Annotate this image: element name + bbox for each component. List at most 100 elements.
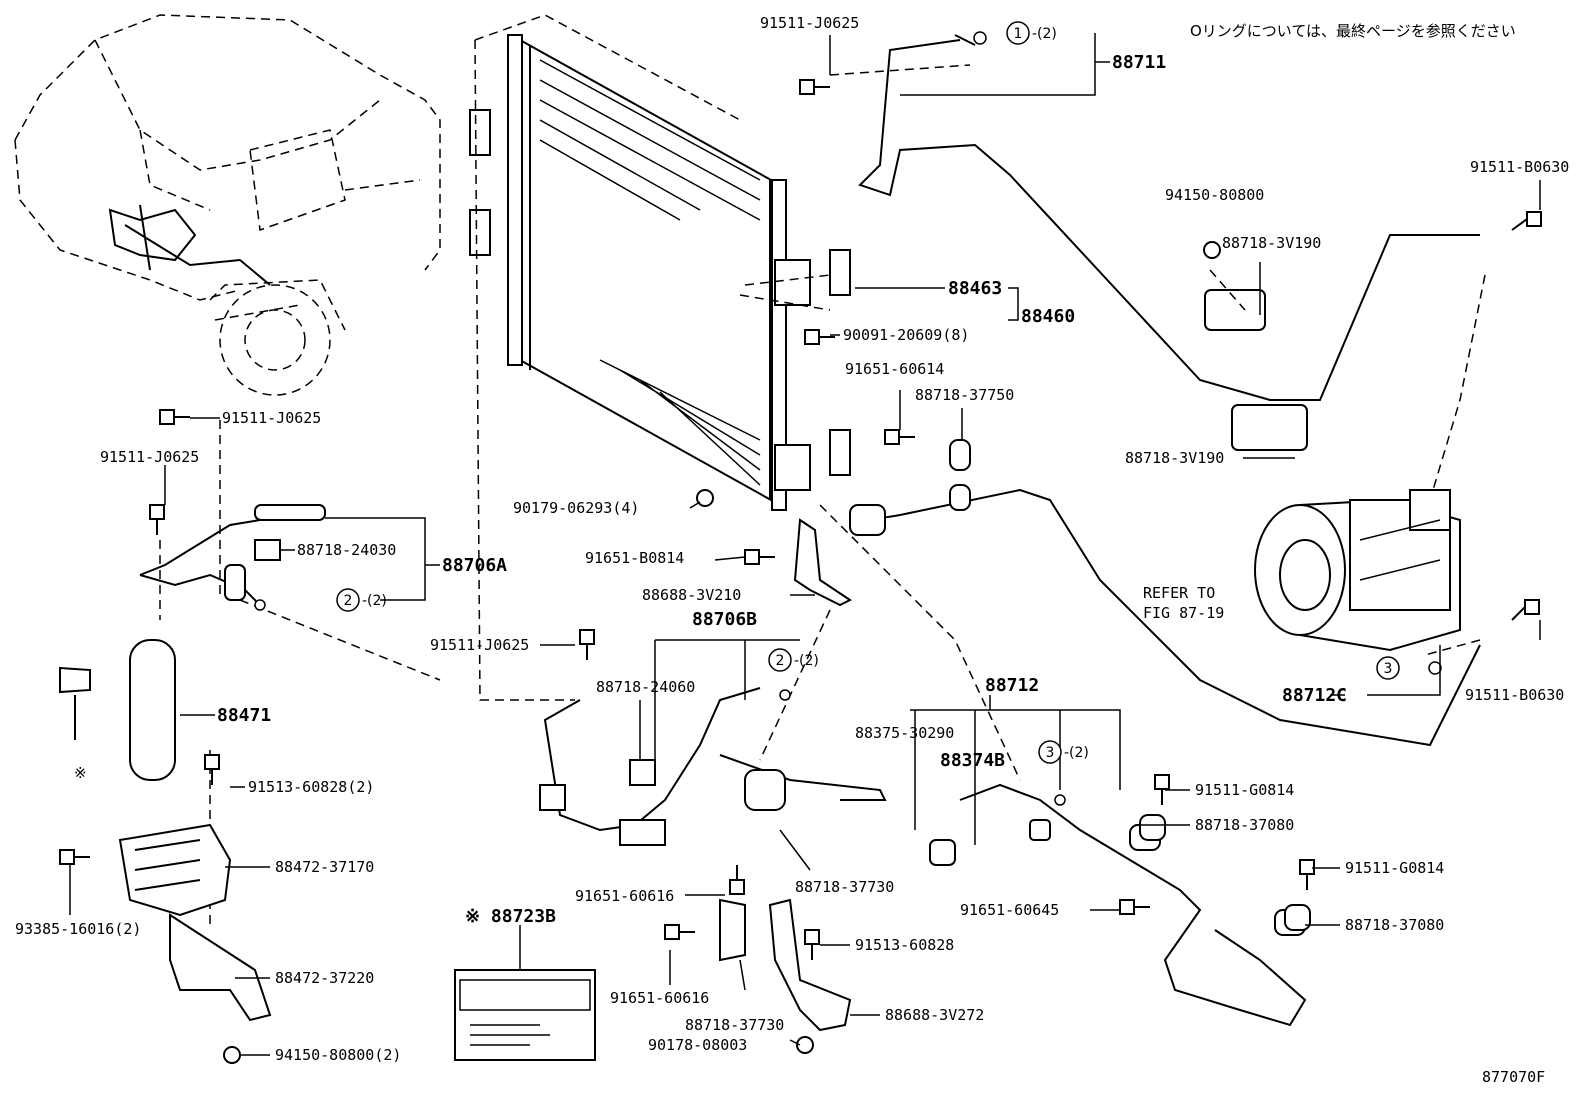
label-91511-J0625-left2: 91511-J0625 (100, 448, 199, 466)
bolt-icon (804, 329, 835, 345)
callout-number: 1 (1014, 26, 1023, 42)
label-88718-37080-a: 88718-37080 (1195, 816, 1294, 834)
bolt-icon (204, 754, 220, 785)
bolt-icon (1154, 774, 1170, 805)
label-94150-80800-top: 94150-80800 (1165, 186, 1264, 204)
figure-id: 877070F (1482, 1068, 1545, 1086)
part-labels: 91511-J0625 88711 88463 88460 90091-2060… (15, 14, 1569, 1086)
bolt-icon (664, 924, 695, 940)
callout-number: 2 (344, 593, 353, 609)
label-91511-G0814-a: 91511-G0814 (1195, 781, 1294, 799)
label-88718-3V190-bot: 88718-3V190 (1125, 449, 1224, 467)
clamp-icon (949, 439, 971, 511)
brackets (719, 518, 852, 1032)
label-91511-J0625-left1: 91511-J0625 (222, 409, 321, 427)
label-91511-B0630-bot: 91511-B0630 (1465, 686, 1564, 704)
label-91511-J0625-mid: 91511-J0625 (430, 636, 529, 654)
callout-number: 3 (1384, 661, 1393, 677)
label-88718-24060: 88718-24060 (596, 678, 695, 696)
label-88463: 88463 (948, 278, 1002, 299)
bolt-icon (579, 629, 595, 660)
label-91651-60645: 91651-60645 (960, 901, 1059, 919)
label-94150-80800-2: 94150-80800(2) (275, 1046, 401, 1064)
pipe-88711 (858, 31, 1480, 451)
label-88718-37730-b: 88718-37730 (685, 1016, 784, 1034)
callout-2b: 2 -(2) (768, 648, 819, 672)
label-88718-37730-a: 88718-37730 (795, 878, 894, 896)
bolt-icon (149, 504, 165, 535)
label-leaders (69, 33, 1541, 1056)
label-refer-line1: REFER TO (1143, 584, 1215, 602)
receiver-dryer (59, 639, 272, 1022)
bolt-icon (1119, 899, 1150, 915)
bolt-icon (59, 849, 90, 865)
label-88374B: 88374B (940, 750, 1005, 771)
label-90178-08003: 90178-08003 (648, 1036, 747, 1054)
callout-qty: -(2) (362, 593, 387, 609)
label-88688-3V210: 88688-3V210 (642, 586, 741, 604)
label-card-88723B (454, 969, 596, 1061)
label-88711: 88711 (1112, 52, 1166, 73)
label-88718-37080-b: 88718-37080 (1345, 916, 1444, 934)
label-88375-30290: 88375-30290 (855, 724, 954, 742)
compressor (1254, 489, 1461, 652)
callout-qty: -(2) (794, 653, 819, 669)
bolt-icon (1511, 599, 1540, 621)
bolt-icon (729, 865, 745, 895)
bolt-icon (804, 929, 820, 960)
label-91513-60828-2: 91513-60828(2) (248, 778, 374, 796)
symbol-note: ※ (74, 764, 87, 782)
callout-3b: 3 (1376, 656, 1400, 680)
ring-icon (1054, 794, 1066, 806)
ring-icon (779, 689, 791, 701)
label-88723B: ※ 88723B (465, 906, 556, 927)
clamp-icon (1284, 904, 1311, 931)
condenser (469, 14, 851, 701)
fasteners (59, 79, 1542, 1064)
label-88712C: 88712C (1282, 685, 1347, 706)
label-91651-60614: 91651-60614 (845, 360, 944, 378)
bolt-icon (1511, 211, 1542, 231)
oring-note: Oリングについては、最終ページを参照ください (1190, 22, 1516, 40)
label-88460: 88460 (1021, 306, 1075, 327)
label-88471: 88471 (217, 705, 271, 726)
label-91651-60616-b: 91651-60616 (610, 989, 709, 1007)
dashed-leaders (159, 64, 1486, 930)
bolt-icon (744, 549, 775, 565)
ring-icon (1428, 661, 1442, 675)
clamp-icon (1139, 814, 1166, 841)
pipe-88706B (539, 687, 887, 846)
label-91511-G0814-b: 91511-G0814 (1345, 859, 1444, 877)
label-88472-37170: 88472-37170 (275, 858, 374, 876)
label-88718-37750: 88718-37750 (915, 386, 1014, 404)
callout-1: 1 -(2) (1006, 21, 1057, 45)
label-88688-3V272: 88688-3V272 (885, 1006, 984, 1024)
callout-qty: -(2) (1032, 26, 1057, 42)
label-88718-3V190-top: 88718-3V190 (1222, 234, 1321, 252)
label-88718-24030: 88718-24030 (297, 541, 396, 559)
callout-number: 2 (776, 653, 785, 669)
pipe-88706A (139, 504, 326, 606)
nut-icon (223, 1046, 241, 1064)
label-90091-20609: 90091-20609(8) (843, 326, 969, 344)
label-91513-60828: 91513-60828 (855, 936, 954, 954)
label-91651-60616-a: 91651-60616 (575, 887, 674, 905)
label-88706A: 88706A (442, 555, 507, 576)
suction-line (849, 488, 1481, 747)
bolt-icon (159, 409, 190, 425)
label-88706B: 88706B (692, 609, 757, 630)
bolt-icon (1299, 859, 1315, 890)
nut-icon (796, 1036, 814, 1054)
nut-icon (696, 489, 714, 507)
callout-2a: 2 -(2) (336, 588, 387, 612)
ring-icon (254, 599, 266, 611)
label-93385-16016: 93385-16016(2) (15, 920, 141, 938)
label-90179-06293: 90179-06293(4) (513, 499, 639, 517)
bolt-icon (799, 79, 830, 95)
nut-icon (1203, 241, 1221, 259)
callout-3a: 3 -(2) (1038, 740, 1089, 764)
label-91511-B0630-top: 91511-B0630 (1470, 158, 1569, 176)
label-refer-line2: FIG 87-19 (1143, 604, 1224, 622)
vehicle-sketch (14, 14, 441, 396)
